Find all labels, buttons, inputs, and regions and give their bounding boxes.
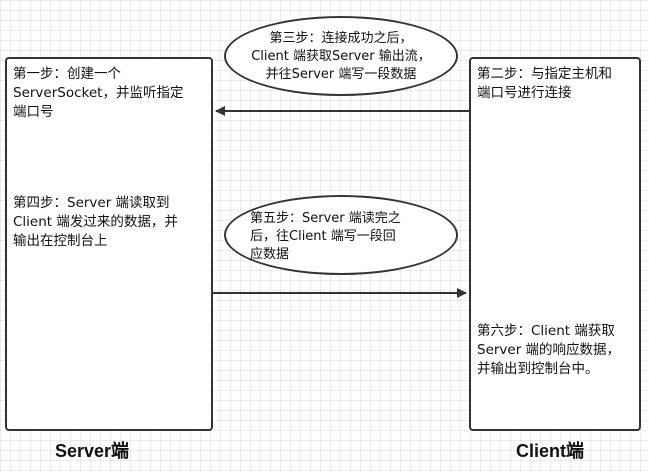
client-box [469,57,641,431]
server-box [5,57,213,431]
step5-text: 第五步：Server 端读完之 后，往Client 端写一段回 应数据 [250,211,401,262]
step1-text: 第一步：创建一个 ServerSocket，并监听指定 端口号 [13,66,184,120]
server-label: Server端 [55,441,130,461]
step3-text: 第三步：连接成功之后， Client 端获取Server 输出流， 并往Serv… [251,31,431,82]
step4-text: 第四步：Server 端读取到 Client 端发过来的数据，并 输出在控制台上 [13,195,178,249]
step6-text: 第六步：Client 端获取 Server 端的响应数据， 并输出到控制台中。 [477,323,621,377]
client-label: Client端 [516,441,585,461]
step5-ellipse [224,195,458,275]
step3-ellipse [224,16,458,96]
step2-text: 第二步：与指定主机和 端口号进行连接 [477,66,612,101]
